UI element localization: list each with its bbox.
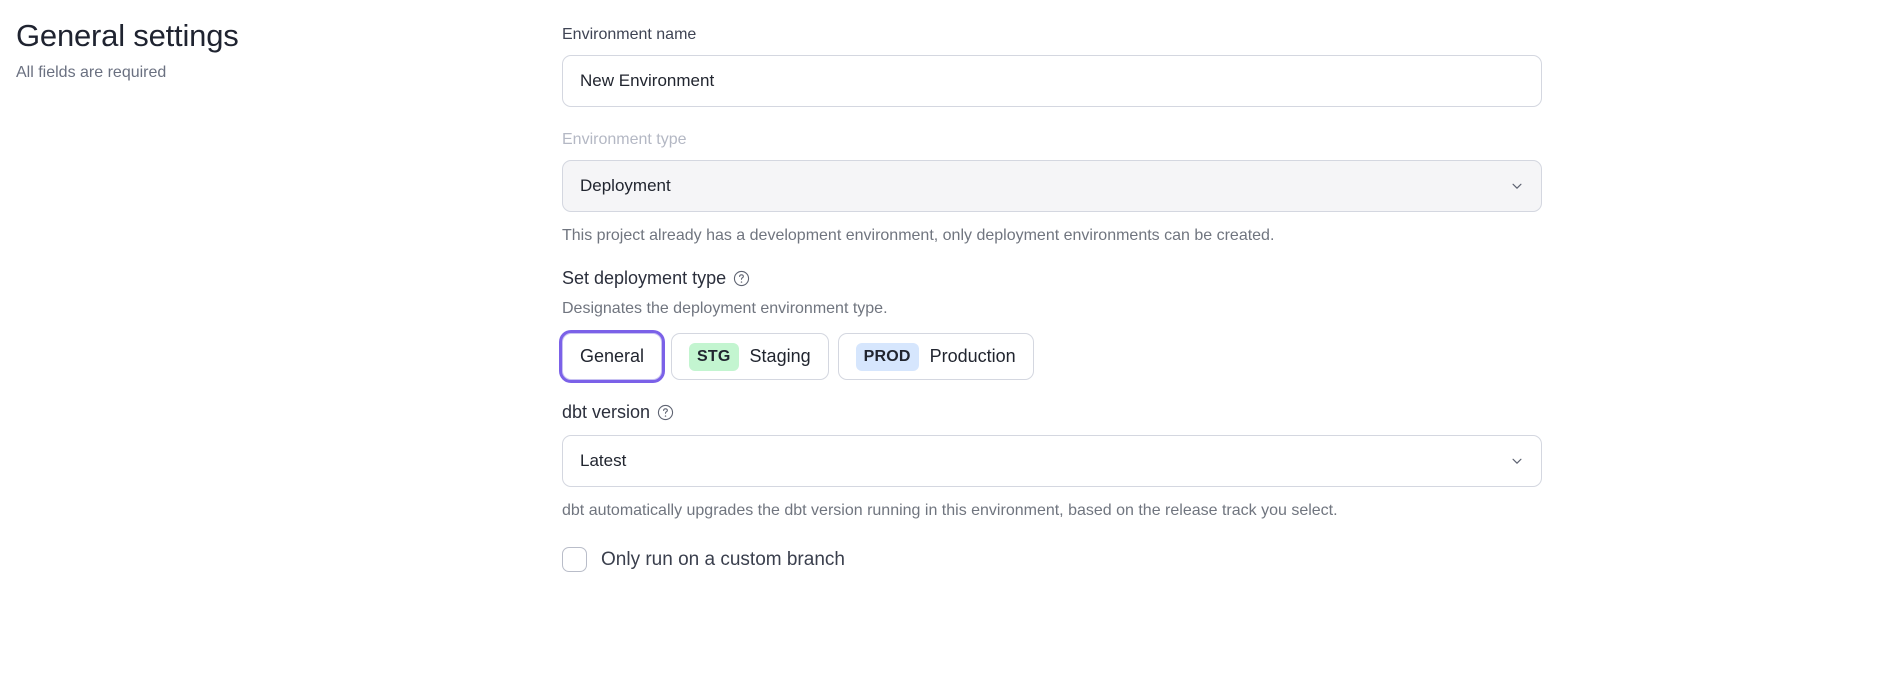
question-circle-icon[interactable] (733, 270, 750, 287)
custom-branch-checkbox[interactable] (562, 547, 587, 572)
staging-badge: STG (689, 342, 739, 371)
deployment-type-option-general[interactable]: General (562, 333, 663, 380)
deployment-type-option-staging-label: Staging (749, 346, 811, 366)
deployment-type-option-general-label: General (580, 346, 645, 366)
environment-type-select[interactable]: Deployment (562, 160, 1542, 212)
deployment-type-options: General STG Staging PROD Production (562, 333, 1854, 380)
environment-type-selected-value: Deployment (580, 176, 671, 195)
deployment-type-option-production[interactable]: PROD Production (837, 333, 1034, 380)
deployment-type-heading: Set deployment type (562, 266, 1854, 290)
environment-type-help-text: This project already has a development e… (562, 227, 1275, 244)
question-circle-icon[interactable] (657, 404, 674, 421)
environment-type-label: Environment type (562, 131, 687, 148)
page-subtitle: All fields are required (16, 64, 167, 81)
deployment-type-option-staging[interactable]: STG Staging (671, 333, 829, 380)
deployment-type-heading-label: Set deployment type (562, 268, 727, 288)
production-badge: PROD (855, 342, 919, 371)
environment-name-input[interactable]: New Environment (562, 55, 1542, 107)
deployment-type-description: Designates the deployment environment ty… (562, 300, 888, 317)
chevron-down-icon (1512, 183, 1522, 189)
settings-header-column: General settings All fields are required (16, 16, 516, 84)
deployment-type-field-group: Set deployment type Designates the deplo… (562, 266, 1854, 380)
settings-form-column: Environment name New Environment Environ… (562, 24, 1854, 572)
dbt-version-help-text: dbt automatically upgrades the dbt versi… (562, 502, 1338, 519)
environment-name-field-group: Environment name New Environment (562, 24, 1854, 107)
custom-branch-label: Only run on a custom branch (601, 548, 845, 570)
dbt-version-label: dbt version (562, 402, 651, 422)
deployment-type-option-production-label: Production (929, 346, 1016, 366)
dbt-version-field-group: dbt version Latest dbt automatically upg… (562, 400, 1854, 522)
dbt-version-select[interactable]: Latest (562, 435, 1542, 487)
environment-name-label: Environment name (562, 26, 697, 43)
dbt-version-selected-value: Latest (580, 451, 627, 470)
page-title: General settings (16, 18, 239, 53)
dbt-version-heading: dbt version (562, 400, 1854, 424)
environment-type-field-group: Environment type Deployment This project… (562, 129, 1854, 247)
custom-branch-field-group: Only run on a custom branch (562, 547, 1854, 572)
chevron-down-icon (1512, 458, 1522, 464)
